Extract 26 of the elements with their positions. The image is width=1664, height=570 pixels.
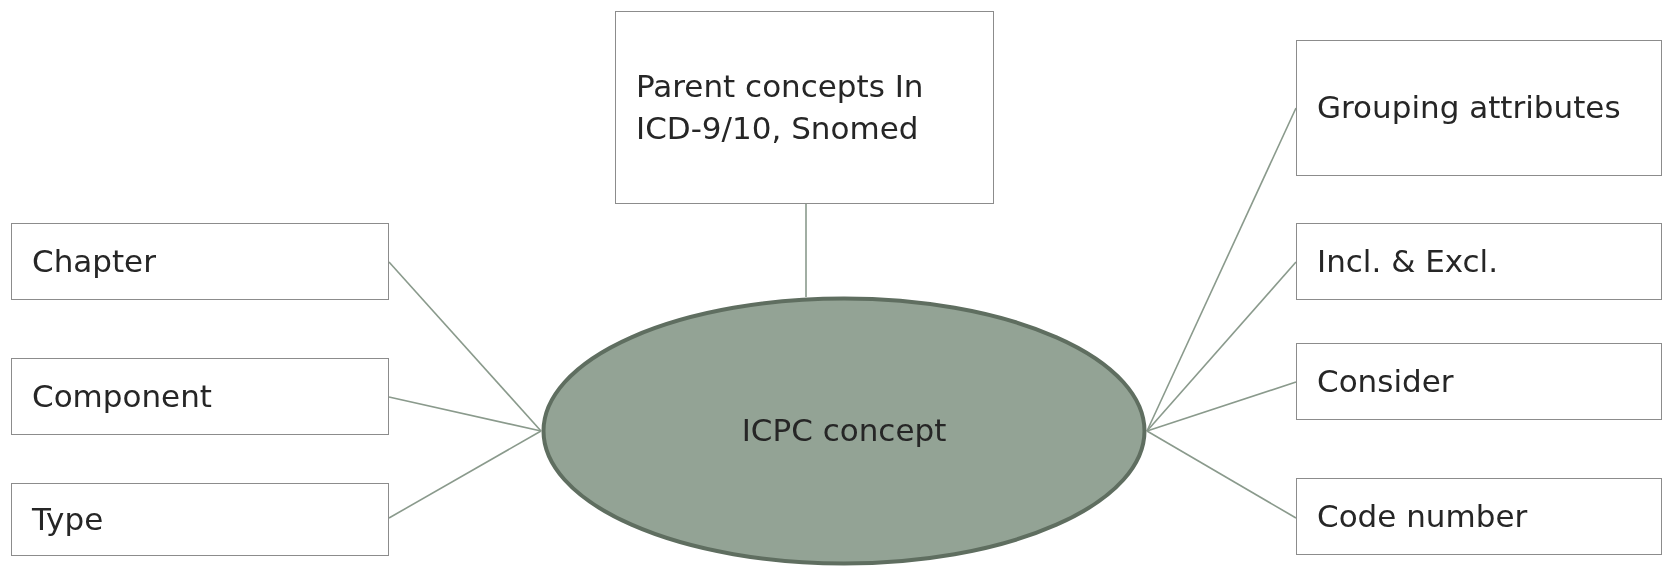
node-label: Type — [32, 499, 104, 539]
connector-line — [388, 430, 542, 519]
node-label: Parent concepts In ICD-9/10, Snomed — [636, 66, 925, 148]
attribute-box — [1296, 223, 1662, 300]
connector-line — [388, 261, 542, 432]
connector-line — [805, 203, 807, 298]
node-label: Grouping attributes — [1317, 88, 1621, 128]
attribute-box — [1296, 478, 1662, 555]
node-label: Code number — [1317, 496, 1528, 536]
connector-line — [1146, 261, 1297, 432]
node-label: Component — [32, 376, 212, 416]
concept-ellipse — [541, 296, 1147, 566]
attribute-box — [1296, 40, 1662, 176]
node-label: Chapter — [32, 241, 156, 281]
node-label: Incl. & Excl. — [1317, 241, 1499, 281]
node-label: Consider — [1317, 361, 1454, 401]
node-label: ICPC concept — [741, 411, 947, 451]
attribute-box — [1296, 343, 1662, 420]
connector-line — [388, 396, 542, 432]
attribute-box — [11, 483, 389, 556]
attribute-box — [11, 223, 389, 300]
connector-line — [1146, 107, 1297, 432]
attribute-box — [615, 11, 994, 204]
connector-line — [1146, 381, 1297, 432]
connector-line — [1146, 430, 1297, 519]
attribute-box — [11, 358, 389, 435]
